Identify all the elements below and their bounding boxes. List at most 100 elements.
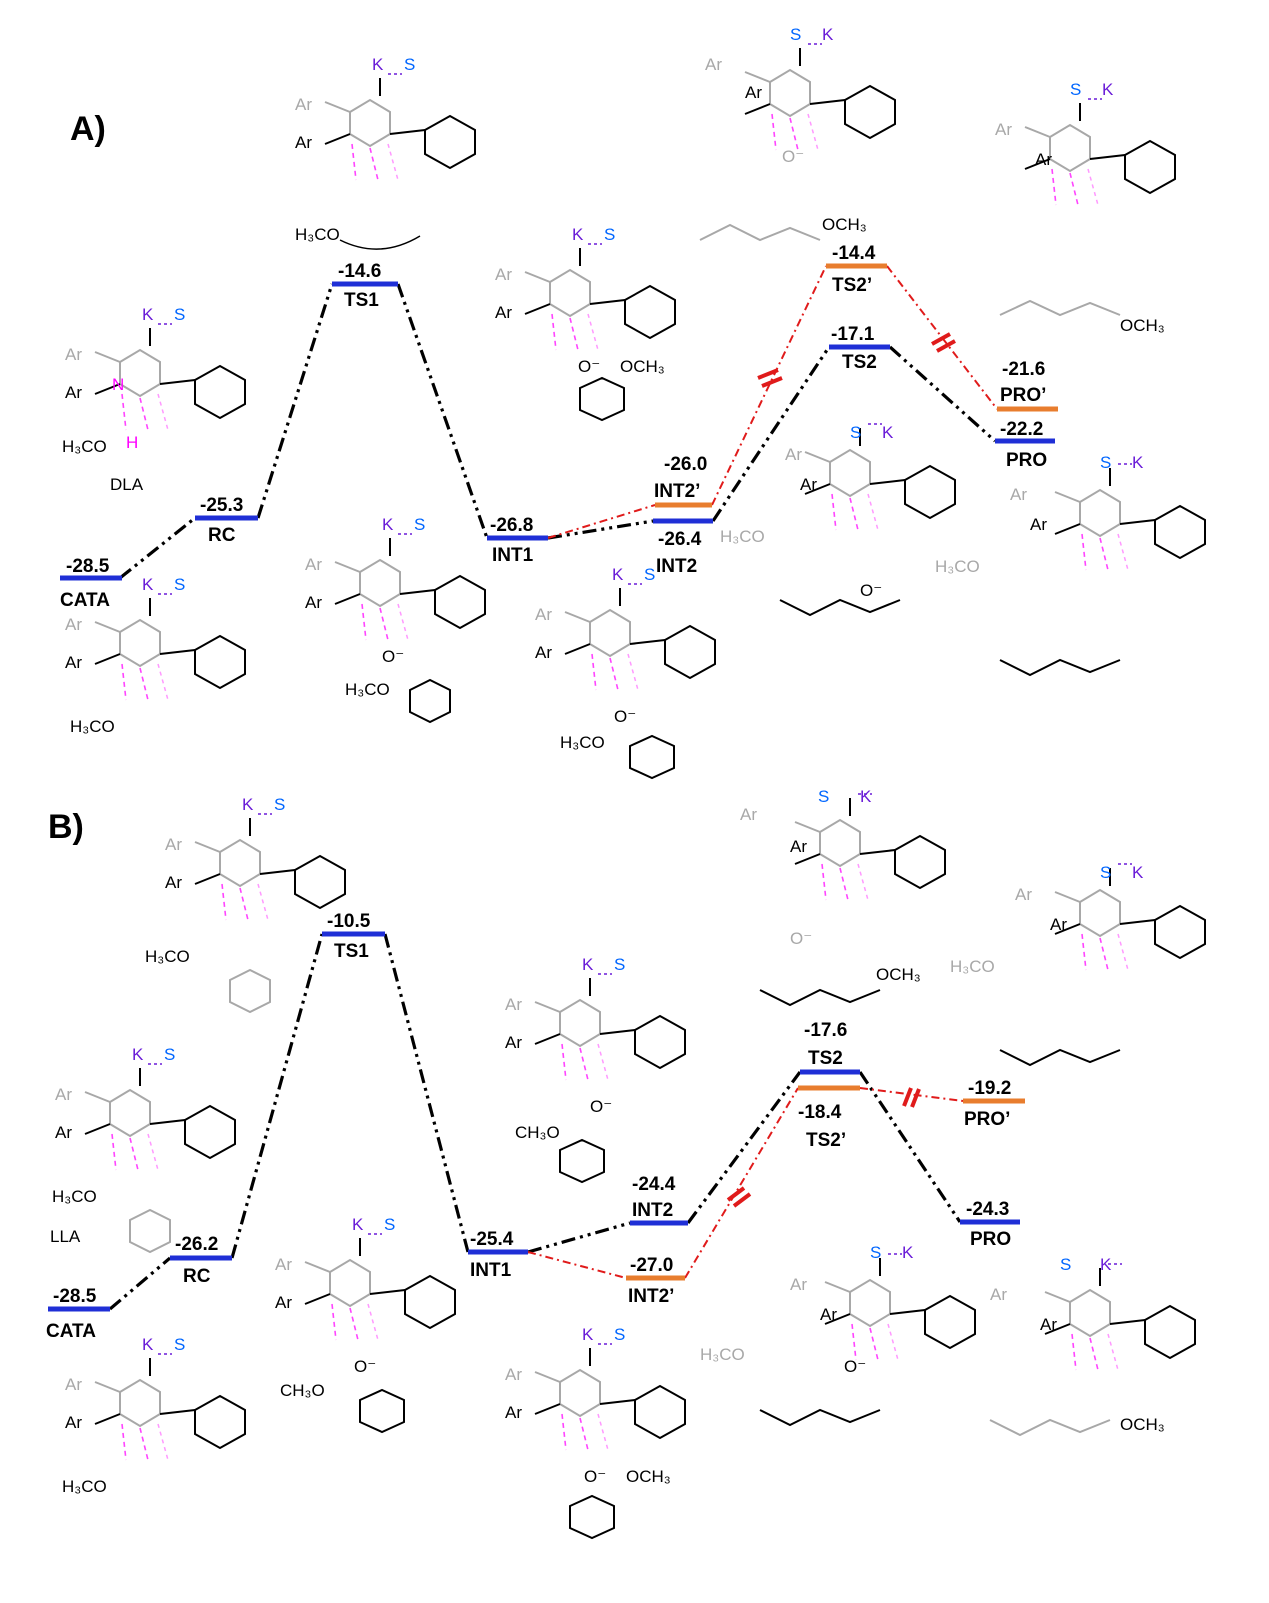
svg-text:Ar: Ar <box>790 837 807 856</box>
panel-b-state-prop: PRO’ <box>964 1109 1010 1130</box>
panel-a-energy-int2p: -26.0 <box>664 454 707 475</box>
panel-a-structure-int2: K S Ar Ar O⁻ H₃CO <box>535 565 716 780</box>
svg-text:H₃CO: H₃CO <box>52 1187 97 1206</box>
svg-text:K: K <box>902 1243 914 1262</box>
svg-text:H₃CO: H₃CO <box>720 527 765 546</box>
panel-a-energy-int2: -26.4 <box>658 529 702 550</box>
panel-a-energy-ts2p: -14.4 <box>832 243 876 264</box>
panel-b-structure-int2: K S Ar Ar O⁻ CH₃O <box>505 955 686 1184</box>
svg-text:CH₃O: CH₃O <box>515 1123 560 1142</box>
panel-b-structure-cata: K S Ar Ar H₃CO <box>62 1335 246 1496</box>
panel-b-energy-ts1: -10.5 <box>327 911 371 932</box>
panel-a-energy-ts2: -17.1 <box>831 324 875 345</box>
svg-text:K: K <box>142 305 154 324</box>
svg-text:K: K <box>582 955 594 974</box>
panel-b-structure-int2p: K S Ar Ar O⁻ OCH₃ <box>505 1325 686 1540</box>
svg-text:Ar: Ar <box>165 873 182 892</box>
panel-a-break-mark-2 <box>931 332 956 353</box>
svg-text:Ar: Ar <box>820 1305 837 1324</box>
panel-b-energy-int2: -24.4 <box>632 1174 676 1195</box>
svg-text:S: S <box>384 1215 395 1234</box>
svg-text:Ar: Ar <box>800 475 817 494</box>
panel-a-path-cata-rc <box>119 516 196 580</box>
svg-text:H₃CO: H₃CO <box>145 947 190 966</box>
svg-text:O⁻: O⁻ <box>844 1357 866 1376</box>
svg-text:O⁻: O⁻ <box>578 357 600 376</box>
svg-text:Ar: Ar <box>65 383 82 402</box>
svg-text:S: S <box>604 225 615 244</box>
panel-a-structure-int2p: K S Ar Ar O⁻ OCH₃ <box>495 225 676 422</box>
svg-text:Ar: Ar <box>295 133 312 152</box>
panel-a-energy-rc: -25.3 <box>200 495 243 516</box>
svg-text:H₃CO: H₃CO <box>70 717 115 736</box>
panel-a: A) -28.5 CATA -25.3 RC -14.6 TS1 - <box>60 110 1058 611</box>
svg-text:S: S <box>870 1243 881 1262</box>
panel-b-structure-pro: S K Ar Ar OCH₃ <box>989 1255 1196 1437</box>
svg-text:Ar: Ar <box>1015 885 1032 904</box>
panel-b-state-int2: INT2 <box>632 1200 673 1221</box>
svg-text:Ar: Ar <box>55 1123 72 1142</box>
panel-b-state-pro: PRO <box>970 1229 1011 1250</box>
svg-text:Ar: Ar <box>65 653 82 672</box>
panel-b-state-ts2: TS2 <box>808 1048 843 1069</box>
svg-text:H₃CO: H₃CO <box>345 680 390 699</box>
panel-a-state-rc: RC <box>208 525 236 546</box>
panel-a-state-prop: PRO’ <box>1000 385 1046 406</box>
svg-text:K: K <box>132 1045 144 1064</box>
panel-a-energy-pro: -22.2 <box>1000 419 1043 440</box>
svg-text:S: S <box>818 787 829 806</box>
panel-a-path-rc-ts1 <box>256 283 334 519</box>
panel-a-structure-prop: S K Ar Ar OCH₃ <box>995 80 1176 335</box>
panel-b-energy-cata: -28.5 <box>53 1286 97 1307</box>
panel-a-state-ts2p: TS2’ <box>832 275 872 296</box>
svg-text:O⁻: O⁻ <box>860 581 882 600</box>
panel-b-structure-ts2: S K Ar Ar O⁻ OCH₃ <box>740 787 946 1007</box>
svg-text:H: H <box>126 433 138 452</box>
svg-text:S: S <box>1070 80 1081 99</box>
panel-b-label: B) <box>48 808 84 846</box>
svg-text:S: S <box>404 55 415 74</box>
svg-text:Ar: Ar <box>55 1085 72 1104</box>
svg-text:O⁻: O⁻ <box>790 929 812 948</box>
svg-text:O⁻: O⁻ <box>782 147 804 166</box>
panel-b-state-ts2p: TS2’ <box>806 1130 846 1151</box>
panel-b-energy-ts2: -17.6 <box>804 1020 847 1041</box>
svg-text:S: S <box>790 25 801 44</box>
panel-b-path-ts2-pro <box>858 1071 962 1223</box>
svg-text:S: S <box>274 795 285 814</box>
svg-text:OCH₃: OCH₃ <box>1120 316 1165 335</box>
svg-text:K: K <box>352 1215 364 1234</box>
svg-text:Ar: Ar <box>505 1403 522 1422</box>
svg-text:Ar: Ar <box>790 1275 807 1294</box>
svg-text:K: K <box>372 55 384 74</box>
panel-b-path-ts1-int1 <box>383 933 470 1253</box>
svg-text:Ar: Ar <box>705 55 722 74</box>
svg-text:O⁻: O⁻ <box>614 707 636 726</box>
svg-text:Ar: Ar <box>505 1033 522 1052</box>
svg-text:Ar: Ar <box>65 615 82 634</box>
svg-text:H₃CO: H₃CO <box>950 957 995 976</box>
panel-b-state-int1: INT1 <box>470 1260 512 1281</box>
svg-text:Ar: Ar <box>65 345 82 364</box>
svg-text:N: N <box>112 375 124 394</box>
panel-b-energy-int2p: -27.0 <box>630 1255 673 1276</box>
svg-text:OCH₃: OCH₃ <box>822 215 867 234</box>
svg-text:K: K <box>1100 1255 1112 1274</box>
panel-b-energy-prop: -19.2 <box>968 1078 1011 1099</box>
svg-text:S: S <box>414 515 425 534</box>
svg-text:S: S <box>614 955 625 974</box>
panel-a-structure-ts2: S K Ar Ar H₃CO O⁻ <box>720 423 956 617</box>
svg-text:OCH₃: OCH₃ <box>876 965 921 984</box>
panel-a-state-ts1: TS1 <box>344 290 379 311</box>
panel-b-state-ts1: TS1 <box>334 941 369 962</box>
svg-text:H₃CO: H₃CO <box>295 225 340 244</box>
svg-text:Ar: Ar <box>165 835 182 854</box>
svg-text:Ar: Ar <box>535 643 552 662</box>
panel-b-energy-rc: -26.2 <box>175 1234 218 1255</box>
svg-text:K: K <box>822 25 834 44</box>
panel-a-structure-pro: S K Ar Ar H₃CO <box>935 453 1206 677</box>
panel-b-energy-int1: -25.4 <box>470 1229 514 1250</box>
svg-text:K: K <box>1132 863 1144 882</box>
svg-text:S: S <box>1100 863 1111 882</box>
